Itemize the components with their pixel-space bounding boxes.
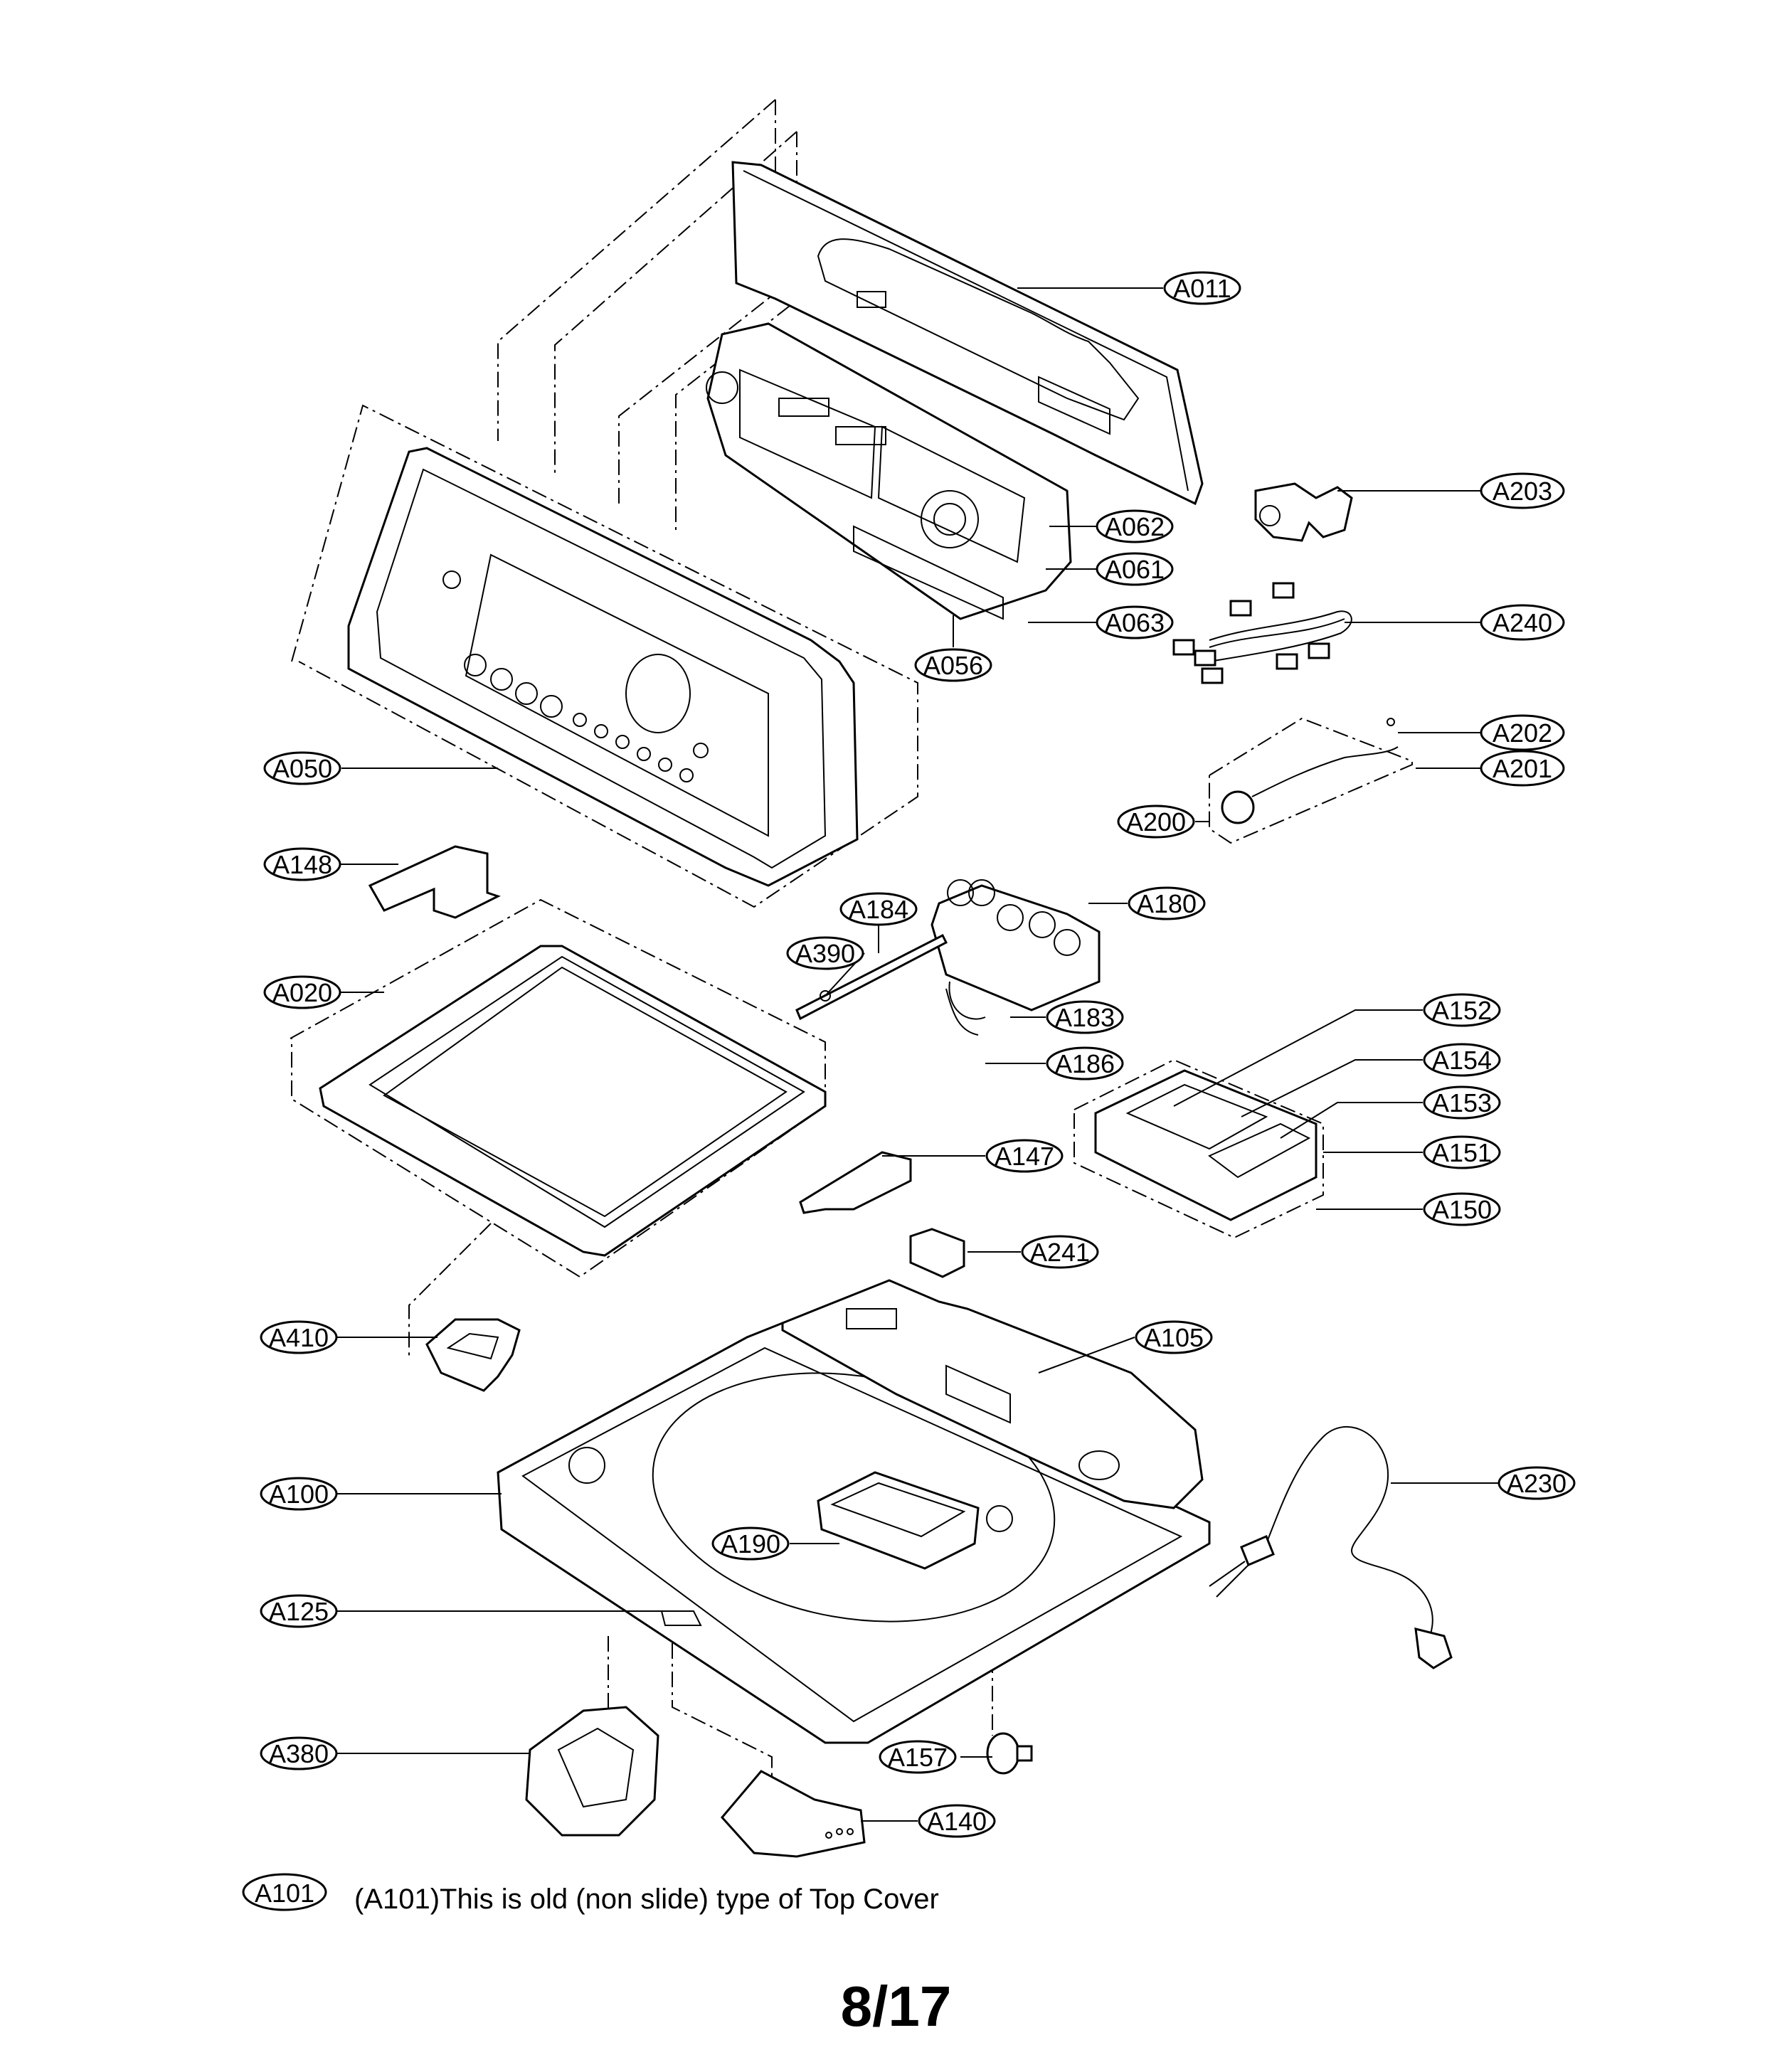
callout-label: A063 bbox=[1105, 608, 1165, 637]
callout-label: A202 bbox=[1493, 718, 1552, 748]
callout-a184[interactable]: A184 bbox=[839, 892, 918, 926]
callout-a230[interactable]: A230 bbox=[1497, 1466, 1576, 1500]
part-a020-lid bbox=[290, 898, 827, 1278]
callout-label: A241 bbox=[1030, 1238, 1090, 1267]
callout-a190[interactable]: A190 bbox=[711, 1526, 790, 1561]
callout-a101[interactable]: A101 bbox=[242, 1873, 327, 1911]
part-a150-dispenser-drawer bbox=[1073, 1058, 1324, 1239]
callout-a063[interactable]: A063 bbox=[1096, 605, 1174, 639]
part-a241-block bbox=[909, 1228, 965, 1278]
callout-a152[interactable]: A152 bbox=[1423, 993, 1501, 1027]
callout-label: A062 bbox=[1105, 512, 1165, 541]
part-a380-housing bbox=[525, 1706, 659, 1837]
part-a148-bracket bbox=[368, 845, 501, 919]
callout-label: A380 bbox=[269, 1739, 329, 1768]
part-a157-cap bbox=[986, 1732, 1033, 1775]
callout-label: A020 bbox=[272, 978, 332, 1007]
callout-a011[interactable]: A011 bbox=[1163, 271, 1241, 305]
callout-a061[interactable]: A061 bbox=[1096, 552, 1174, 586]
callout-label: A157 bbox=[888, 1743, 948, 1772]
callout-label: A390 bbox=[795, 939, 855, 968]
callout-a183[interactable]: A183 bbox=[1046, 1000, 1124, 1034]
callout-a153[interactable]: A153 bbox=[1423, 1085, 1501, 1120]
part-a147-bracket bbox=[799, 1151, 912, 1214]
footnote-text: (A101)This is old (non slide) type of To… bbox=[354, 1884, 939, 1915]
callout-label: A203 bbox=[1493, 477, 1552, 506]
part-a203-switch bbox=[1254, 482, 1353, 542]
part-a230-power-cord bbox=[1209, 1425, 1453, 1669]
callout-a241[interactable]: A241 bbox=[1021, 1235, 1099, 1269]
callout-label: A230 bbox=[1507, 1469, 1566, 1498]
callout-a410[interactable]: A410 bbox=[260, 1320, 338, 1354]
callout-label: A011 bbox=[1173, 274, 1231, 303]
callout-label: A105 bbox=[1144, 1323, 1204, 1352]
callout-a201[interactable]: A201 bbox=[1480, 750, 1565, 787]
callout-a240[interactable]: A240 bbox=[1480, 604, 1565, 641]
part-a190-filter bbox=[817, 1471, 980, 1570]
part-a180-valve-assembly bbox=[931, 879, 1101, 1036]
callout-a150[interactable]: A150 bbox=[1423, 1192, 1501, 1226]
callout-label: A154 bbox=[1432, 1046, 1492, 1075]
callout-label: A147 bbox=[995, 1142, 1054, 1171]
callout-label: A183 bbox=[1055, 1003, 1115, 1032]
part-a011-panel bbox=[731, 161, 1204, 506]
part-a050-control-panel bbox=[291, 404, 918, 908]
callout-a202[interactable]: A202 bbox=[1480, 714, 1565, 751]
callout-a147[interactable]: A147 bbox=[985, 1139, 1064, 1173]
callout-a020[interactable]: A020 bbox=[263, 975, 341, 1009]
callout-label: A150 bbox=[1432, 1195, 1492, 1224]
part-a140-box bbox=[721, 1770, 866, 1858]
callout-label: A200 bbox=[1126, 807, 1186, 837]
callout-label: A201 bbox=[1493, 754, 1552, 783]
callout-a151[interactable]: A151 bbox=[1423, 1135, 1501, 1169]
callout-label: A061 bbox=[1105, 555, 1165, 584]
callout-label: A153 bbox=[1432, 1088, 1492, 1117]
callout-label: A184 bbox=[849, 895, 908, 924]
callout-label: A125 bbox=[269, 1597, 329, 1626]
callout-a186[interactable]: A186 bbox=[1046, 1046, 1124, 1080]
callout-label: A186 bbox=[1055, 1049, 1115, 1078]
page-number: 8/17 bbox=[840, 1975, 952, 2038]
callout-label: A151 bbox=[1432, 1138, 1492, 1167]
callout-a140[interactable]: A140 bbox=[918, 1804, 996, 1838]
callout-a148[interactable]: A148 bbox=[263, 847, 341, 881]
callouts: A011 A203 A062 A061 A063 A056 A240 A050 … bbox=[242, 271, 1576, 1911]
part-a105-rear-housing bbox=[781, 1279, 1204, 1509]
callout-a203[interactable]: A203 bbox=[1480, 472, 1565, 509]
part-a184-rod bbox=[795, 933, 948, 1021]
callout-a105[interactable]: A105 bbox=[1135, 1320, 1213, 1354]
callout-label: A050 bbox=[272, 754, 332, 783]
callout-a125[interactable]: A125 bbox=[260, 1594, 338, 1628]
callout-a180[interactable]: A180 bbox=[1128, 886, 1206, 920]
leader-lines bbox=[334, 287, 1501, 1822]
callout-label: A190 bbox=[721, 1529, 780, 1558]
callout-a050[interactable]: A050 bbox=[263, 751, 341, 785]
guide-lines bbox=[408, 99, 993, 1785]
callout-label: A100 bbox=[269, 1480, 329, 1509]
callout-a157[interactable]: A157 bbox=[879, 1740, 957, 1774]
part-a240-harness bbox=[1172, 582, 1352, 684]
callout-label: A101 bbox=[255, 1879, 314, 1908]
part-a410-funnel bbox=[425, 1318, 521, 1392]
callout-a100[interactable]: A100 bbox=[260, 1477, 338, 1511]
callout-label: A410 bbox=[269, 1323, 329, 1352]
callout-label: A240 bbox=[1493, 608, 1552, 637]
callout-a380[interactable]: A380 bbox=[260, 1736, 338, 1770]
callout-label: A180 bbox=[1137, 889, 1197, 918]
part-a200-pressure-sensor bbox=[1209, 717, 1413, 844]
callout-a056[interactable]: A056 bbox=[914, 648, 992, 682]
callout-label: A148 bbox=[272, 850, 332, 879]
callout-label: A152 bbox=[1432, 996, 1492, 1025]
callout-a390[interactable]: A390 bbox=[786, 936, 864, 970]
callout-a062[interactable]: A062 bbox=[1096, 509, 1174, 543]
callout-label: A140 bbox=[927, 1807, 987, 1836]
callout-label: A056 bbox=[923, 651, 983, 680]
callout-a154[interactable]: A154 bbox=[1423, 1043, 1501, 1077]
callout-a200[interactable]: A200 bbox=[1117, 804, 1195, 839]
part-a062-control-board bbox=[706, 322, 1072, 620]
